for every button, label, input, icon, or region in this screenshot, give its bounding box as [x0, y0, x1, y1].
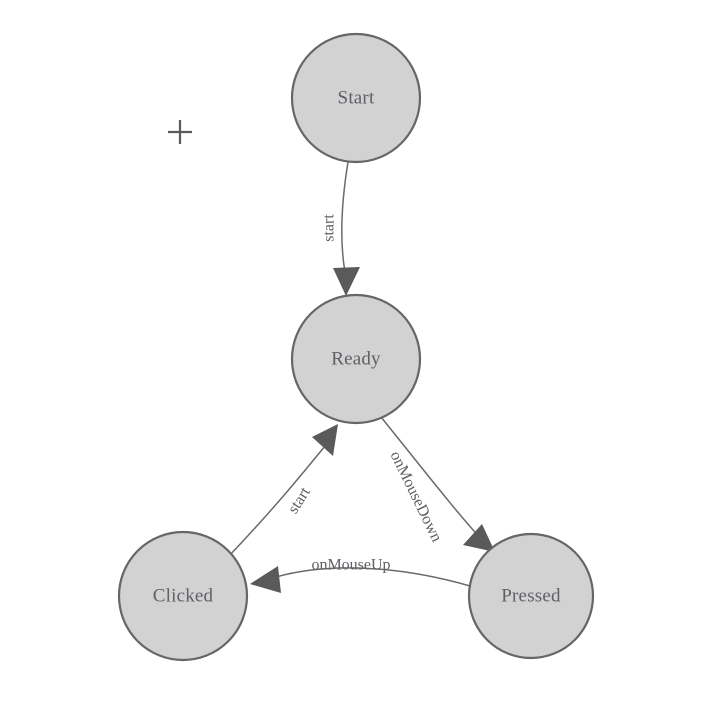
edge-start-to-ready-arrowhead: [333, 267, 360, 296]
node-start-label: Start: [338, 87, 375, 108]
node-clicked[interactable]: Clicked: [117, 530, 249, 662]
node-pressed[interactable]: Pressed: [467, 532, 595, 660]
node-clicked-circle[interactable]: [117, 530, 249, 662]
edge-start-to-ready-path: [341, 161, 349, 273]
node-start[interactable]: Start: [290, 32, 422, 164]
edge-pressed-to-clicked-path: [275, 567, 471, 587]
edge-clicked-to-ready[interactable]: start: [227, 424, 338, 558]
edge-ready-to-pressed[interactable]: onMouseDown: [380, 416, 495, 552]
node-pressed-circle[interactable]: [467, 532, 595, 660]
node-clicked-label: Clicked: [153, 585, 214, 606]
node-pressed-label: Pressed: [501, 585, 561, 606]
node-ready-label: Ready: [331, 348, 381, 369]
edge-pressed-to-clicked-arrowhead: [250, 566, 281, 593]
edge-start-to-ready[interactable]: start: [321, 161, 360, 296]
edge-start-to-ready-label: start: [321, 214, 338, 242]
edge-pressed-to-clicked[interactable]: onMouseUp: [250, 557, 471, 593]
edge-ready-to-pressed-arrowhead: [463, 524, 495, 552]
edge-clicked-to-ready-arrowhead: [312, 424, 338, 456]
edge-pressed-to-clicked-label: onMouseUp: [311, 557, 390, 574]
edge-ready-to-pressed-path: [380, 416, 484, 542]
node-ready-circle[interactable]: [290, 293, 422, 425]
edge-ready-to-pressed-label: onMouseDown: [386, 449, 445, 545]
node-ready[interactable]: Ready: [290, 293, 422, 425]
crosshair-icon[interactable]: [168, 120, 192, 144]
edge-clicked-to-ready-path: [227, 445, 326, 558]
node-start-circle[interactable]: [290, 32, 422, 164]
